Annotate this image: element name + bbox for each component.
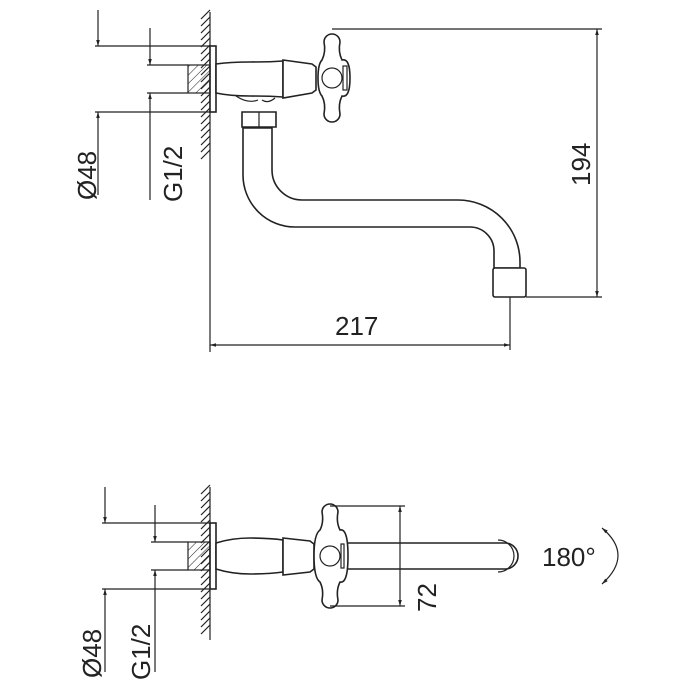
- dimension-thread: G1/2: [147, 28, 188, 202]
- rotation-label: 180°: [542, 542, 596, 572]
- threaded-connection: [187, 541, 211, 571]
- hatch-line: [200, 589, 211, 600]
- wall-flange: [209, 522, 217, 590]
- hatch-line: [200, 142, 211, 153]
- cross-handle[interactable]: [313, 503, 349, 609]
- threaded-connection: [187, 64, 211, 94]
- hatch-line: [200, 484, 211, 495]
- hatch-line: [200, 128, 211, 139]
- dimension-height: 194: [332, 28, 602, 298]
- hatch-line: [200, 498, 211, 509]
- rotation-indicator: 180°: [542, 527, 619, 585]
- bonnet-nut: [282, 537, 315, 576]
- wall-hatch: [200, 9, 211, 352]
- hatch-line: [200, 9, 211, 20]
- dim-label-thread: G1/2: [126, 624, 156, 680]
- hatch-line: [200, 617, 211, 628]
- hatch-line: [200, 519, 211, 530]
- handle-hub-icon: [321, 67, 343, 89]
- dimension-projection: 217: [210, 297, 511, 350]
- hatch-line: [200, 624, 211, 635]
- dimension-handle-width: 72: [330, 505, 442, 612]
- hatch-line: [200, 596, 211, 607]
- dim-label-height: 194: [566, 143, 596, 186]
- dimension-thread: G1/2: [126, 505, 188, 680]
- hatch-line: [200, 575, 211, 586]
- hatch-line: [200, 610, 211, 621]
- dim-label-thread: G1/2: [158, 146, 188, 202]
- hatch-line: [200, 51, 211, 62]
- rotation-arrow-icon: [601, 527, 619, 585]
- dim-label-diameter: Ø48: [77, 629, 107, 678]
- dim-label-handle-width: 72: [412, 583, 442, 612]
- dimension-flange-diameter: Ø48: [72, 10, 210, 200]
- cross-handle[interactable]: [317, 33, 351, 123]
- handle-hub-icon: [319, 545, 341, 567]
- hatch-line: [200, 526, 211, 537]
- spout-pipe: [242, 127, 521, 269]
- hatch-line: [200, 603, 211, 614]
- aerator: [492, 267, 527, 298]
- bonnet-nut: [282, 59, 317, 99]
- hatch-line: [200, 16, 211, 27]
- hatch-line: [200, 121, 211, 132]
- hatch-line: [200, 512, 211, 523]
- hatch-line: [200, 93, 211, 104]
- spout-pipe: [335, 542, 519, 570]
- valve-body: [215, 537, 284, 575]
- dimension-flange-diameter: Ø48: [77, 487, 210, 678]
- wall-flange: [209, 45, 217, 113]
- hatch-line: [200, 135, 211, 146]
- hatch-line: [200, 23, 211, 34]
- hatch-line: [200, 149, 211, 160]
- hatch-line: [200, 505, 211, 516]
- dim-label-projection: 217: [335, 311, 378, 341]
- side-view: Ø48 G1/2 194: [72, 9, 602, 352]
- top-view: Ø48 G1/2 72 180°: [77, 484, 619, 680]
- hatch-line: [200, 582, 211, 593]
- hatch-line: [200, 100, 211, 111]
- hatch-line: [200, 114, 211, 125]
- hatch-line: [200, 30, 211, 41]
- hatch-line: [200, 491, 211, 502]
- dim-label-diameter: Ø48: [72, 151, 102, 200]
- valve-body: [215, 60, 284, 98]
